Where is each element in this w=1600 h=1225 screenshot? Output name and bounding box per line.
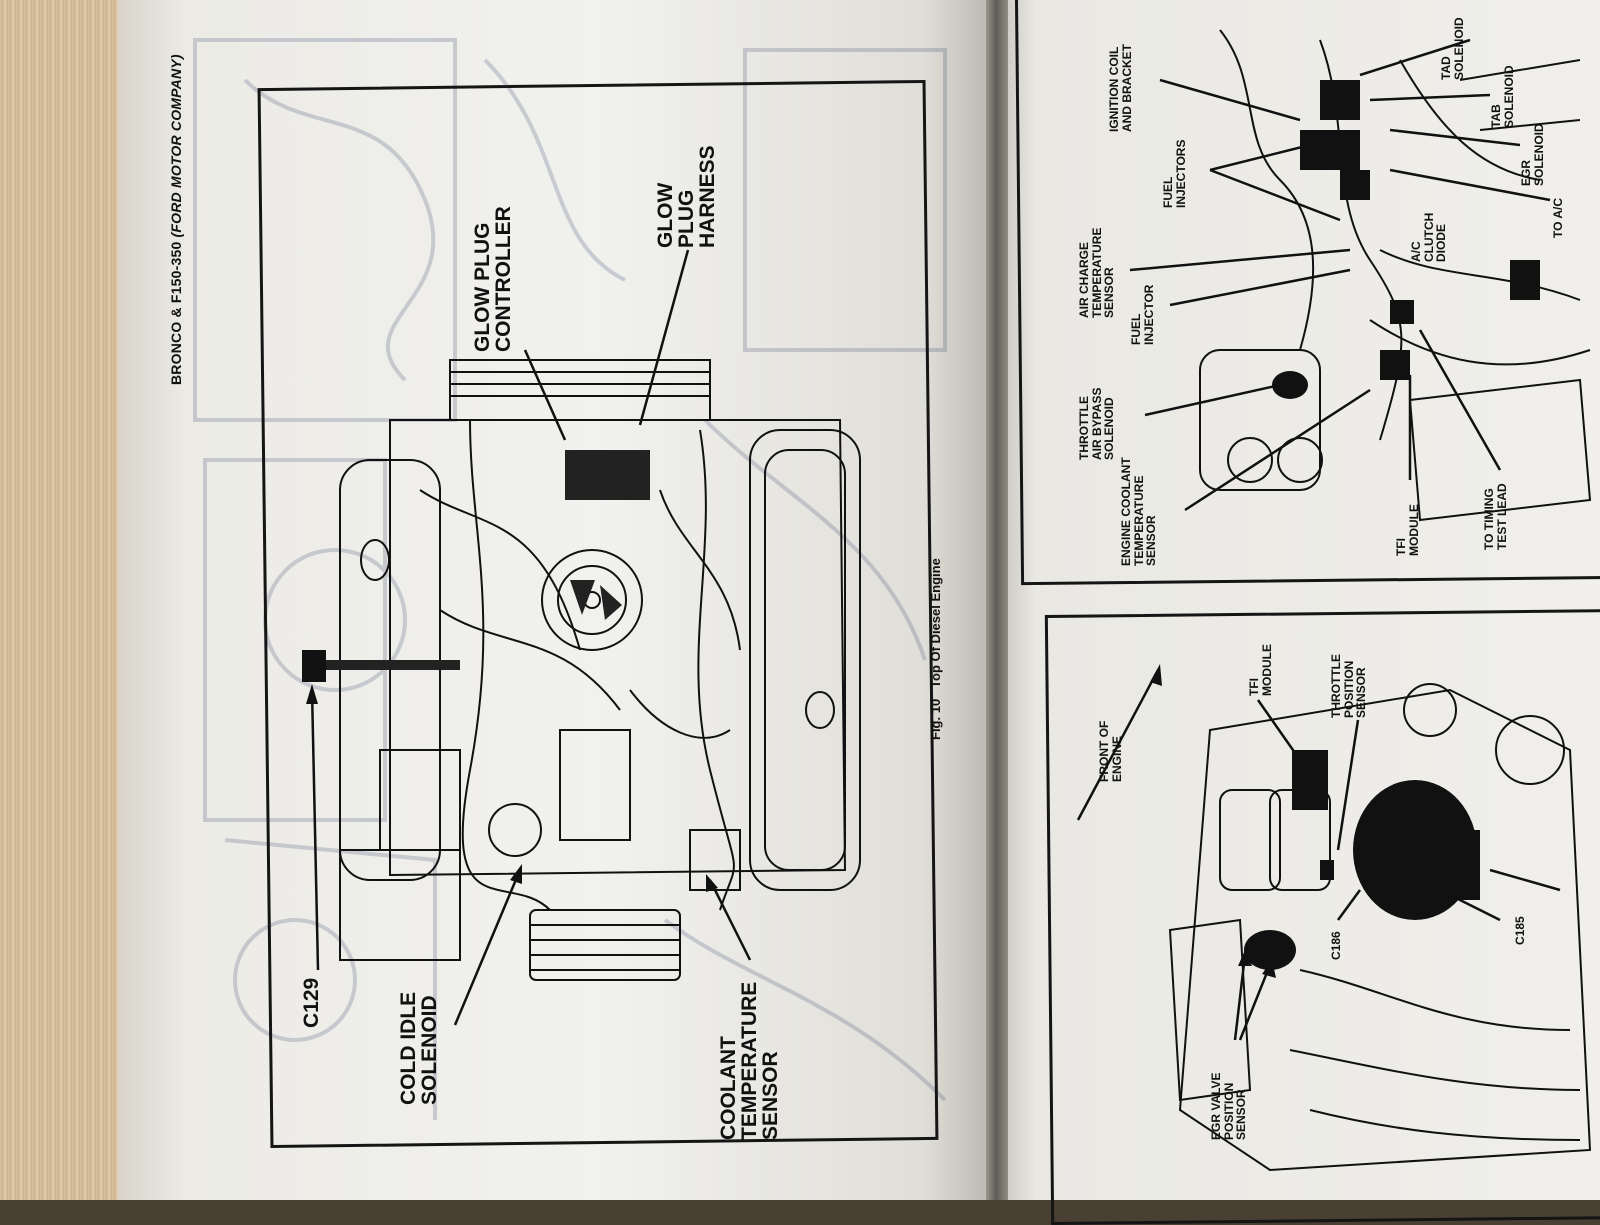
glow-plug-controller-text: GLOW PLUG CONTROLLER <box>471 206 515 352</box>
tab-solenoid-text: TAB SOLENOID <box>1489 65 1516 128</box>
label-air-charge-temp-sensor: AIR CHARGE TEMPERATURE SENSOR <box>1077 208 1117 318</box>
air-charge-temp-sensor-text: AIR CHARGE TEMPERATURE SENSOR <box>1077 227 1117 318</box>
left-figure-leaders <box>306 249 752 1026</box>
gas-engine-bottom-drawing <box>1168 683 1592 1172</box>
left-page <box>118 0 994 1200</box>
c129-text: C129 <box>300 977 323 1028</box>
fuel-injectors-text: FUEL INJECTORS <box>1161 139 1188 208</box>
label-engine-coolant-temp-sensor: ENGINE COOLANT TEMPERATURE SENSOR <box>1119 456 1159 566</box>
right-top-leaders <box>1129 38 1551 512</box>
label-cold-idle-solenoid: COLD IDLE SOLENOID <box>397 975 441 1105</box>
label-fuel-injectors: FUEL INJECTORS <box>1161 118 1188 208</box>
label-ignition-coil: IGNITION COIL AND BRACKET <box>1107 32 1134 132</box>
bleed-through-diagram <box>185 20 965 1180</box>
c186-text: C186 <box>1329 931 1343 960</box>
figure-number: Fig. 10 <box>928 698 943 740</box>
figure-title: Top Of Diesel Engine <box>928 558 943 688</box>
label-timing-test-lead: TO TIMING TEST LEAD <box>1482 480 1509 550</box>
label-c129: C129 <box>300 978 324 1028</box>
book-gutter <box>986 0 1008 1200</box>
label-glow-plug-controller: GLOW PLUG CONTROLLER <box>471 162 515 352</box>
front-of-engine-text: FRONT OF ENGINE <box>1097 720 1124 782</box>
gas-engine-top-drawing <box>1199 29 1592 522</box>
figure-caption: Fig. 10 Top Of Diesel Engine <box>928 558 943 740</box>
coolant-temperature-sensor-text: COOLANT TEMPERATURE SENSOR <box>717 981 782 1140</box>
tad-solenoid-text: TAD SOLENOID <box>1439 17 1466 80</box>
label-egr-solenoid: EGR SOLENOID <box>1519 106 1546 186</box>
book-page-edges <box>0 0 128 1200</box>
right-page <box>1000 0 1600 1200</box>
label-tfi-module-bottom: TFI MODULE <box>1247 626 1274 696</box>
throttle-air-bypass-text: THROTTLE AIR BYPASS SOLENOID <box>1077 387 1117 460</box>
glow-plug-harness-text: GLOW PLUG HARNESS <box>654 145 719 248</box>
label-c186: C186 <box>1329 931 1343 960</box>
fuel-injector-text: FUEL INJECTOR <box>1129 284 1156 345</box>
egr-valve-position-sensor-text: EGR VALVE POSITION SENSOR <box>1209 1072 1249 1140</box>
tfi-module-bottom-text: TFI MODULE <box>1247 644 1274 696</box>
engine-coolant-temp-sensor-text: ENGINE COOLANT TEMPERATURE SENSOR <box>1119 457 1159 566</box>
label-tab-solenoid: TAB SOLENOID <box>1489 48 1516 128</box>
diesel-engine-drawing <box>302 359 861 981</box>
label-front-of-engine: FRONT OF ENGINE <box>1097 712 1124 782</box>
label-throttle-position-sensor: THROTTLE POSITION SENSOR <box>1329 628 1369 718</box>
ignition-coil-text: IGNITION COIL AND BRACKET <box>1107 44 1134 132</box>
bleed-through-lines <box>193 38 947 1120</box>
right-bottom-leaders <box>1076 664 1561 1041</box>
to-ac-text: TO A/C <box>1551 197 1565 238</box>
label-throttle-air-bypass: THROTTLE AIR BYPASS SOLENOID <box>1077 380 1117 460</box>
label-to-ac: TO A/C <box>1551 178 1565 238</box>
label-fuel-injector: FUEL INJECTOR <box>1129 265 1156 345</box>
throttle-position-sensor-text: THROTTLE POSITION SENSOR <box>1329 654 1369 718</box>
ac-clutch-diode-text: A/C CLUTCH DIODE <box>1409 212 1449 262</box>
tfi-module-top-text: TFI MODULE <box>1394 504 1421 556</box>
label-egr-valve-position-sensor: EGR VALVE POSITION SENSOR <box>1209 1050 1249 1140</box>
c185-text: C185 <box>1513 916 1527 945</box>
label-coolant-temperature-sensor: COOLANT TEMPERATURE SENSOR <box>717 950 782 1140</box>
cold-idle-solenoid-text: COLD IDLE SOLENOID <box>397 991 441 1105</box>
label-ac-clutch-diode: A/C CLUTCH DIODE <box>1409 192 1449 262</box>
timing-test-lead-text: TO TIMING TEST LEAD <box>1482 483 1509 550</box>
egr-solenoid-text: EGR SOLENOID <box>1519 123 1546 186</box>
label-tfi-module-top: TFI MODULE <box>1394 486 1421 556</box>
label-glow-plug-harness: GLOW PLUG HARNESS <box>654 128 719 248</box>
label-tad-solenoid: TAD SOLENOID <box>1439 0 1466 80</box>
label-c185: C185 <box>1513 916 1527 945</box>
